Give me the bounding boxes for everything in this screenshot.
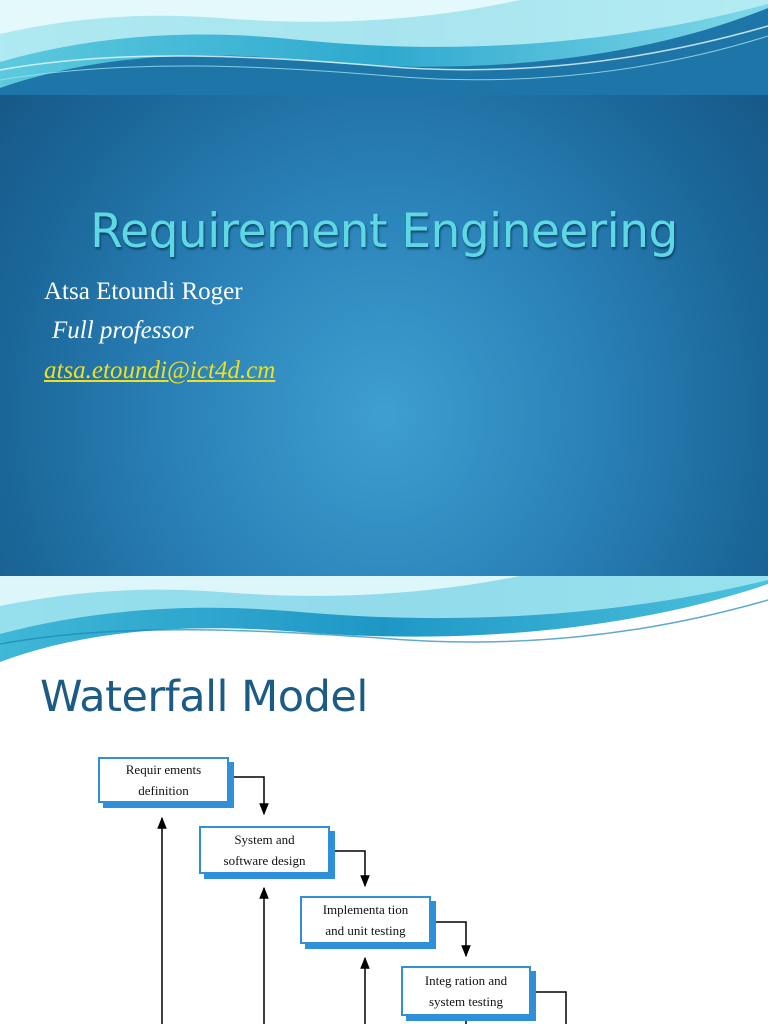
flow-arrow [234, 776, 269, 816]
waterfall-slide: Waterfall Model Requir ements definition… [0, 576, 768, 1024]
stage-system-software-design: System and software design [199, 826, 330, 874]
header-wave-decoration [0, 0, 768, 95]
slide-title: Requirement Engineering [90, 204, 678, 259]
stage-requirements-definition: Requir ements definition [98, 757, 229, 803]
slide-title: Waterfall Model [40, 672, 368, 722]
author-email-link[interactable]: atsa.etoundi@ict4d.cm [44, 357, 276, 384]
waterfall-connectors [157, 776, 567, 1024]
header-wave-decoration [0, 576, 768, 662]
flow-arrow [334, 850, 370, 888]
stage-implementation-unit-testing: Implementa tion and unit testing [300, 896, 431, 944]
title-slide: Requirement Engineering Atsa Etoundi Rog… [0, 0, 768, 576]
stage-integration-system-testing: Integ ration and system testing [401, 966, 531, 1016]
flow-arrow [535, 991, 567, 1024]
flow-arrow [435, 921, 471, 958]
waterfall-diagram: Requir ements definition System and soft… [0, 746, 768, 1024]
author-name: Atsa Etoundi Roger [44, 278, 243, 305]
author-role: Full professor [52, 317, 194, 344]
